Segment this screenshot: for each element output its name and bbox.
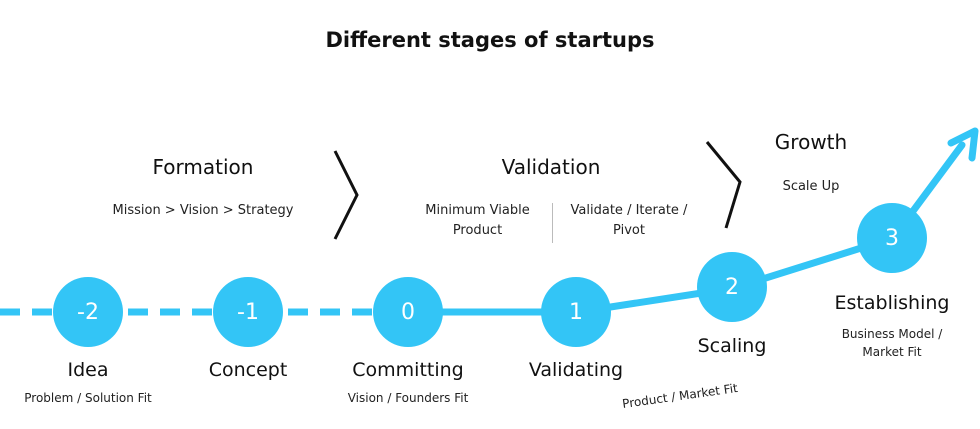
stage-fit-label: Vision / Founders Fit xyxy=(347,391,469,405)
stage-fit-label: Problem / Solution Fit xyxy=(24,391,152,405)
phase-formation-title: Formation xyxy=(152,155,254,179)
phase-growth-desc: Scale Up xyxy=(782,179,840,194)
stage-node: 2 xyxy=(697,252,767,322)
stage-name: Idea xyxy=(67,359,109,381)
stage-node: 3 xyxy=(857,203,927,273)
phase-validation-desc-left: Minimum Viable Product xyxy=(425,203,530,238)
stage-node: 0 xyxy=(373,277,443,347)
stage-name: Committing xyxy=(352,359,464,381)
stage-node: 1 xyxy=(541,277,611,347)
phase-formation-desc: Mission > Vision > Strategy xyxy=(112,203,294,218)
diagram-title: Different stages of startups xyxy=(325,28,655,52)
stage-fit-label: Business Model / Market Fit xyxy=(841,327,943,359)
chevron-separator-icon xyxy=(705,141,742,229)
phase-validation-desc-right: Validate / Iterate / Pivot xyxy=(570,203,688,238)
growth-arrow-icon xyxy=(947,127,979,162)
stage-name: Establishing xyxy=(834,292,950,314)
stage-name: Scaling xyxy=(697,335,767,357)
phase-growth-title: Growth xyxy=(774,130,848,154)
stage-node: -2 xyxy=(53,277,123,347)
stage-name: Validating xyxy=(528,359,624,381)
stage-name: Concept xyxy=(208,359,288,381)
stage-node: -1 xyxy=(213,277,283,347)
chevron-separator-icon xyxy=(333,150,359,240)
validation-divider xyxy=(552,203,553,243)
phase-validation-title: Validation xyxy=(501,155,601,179)
